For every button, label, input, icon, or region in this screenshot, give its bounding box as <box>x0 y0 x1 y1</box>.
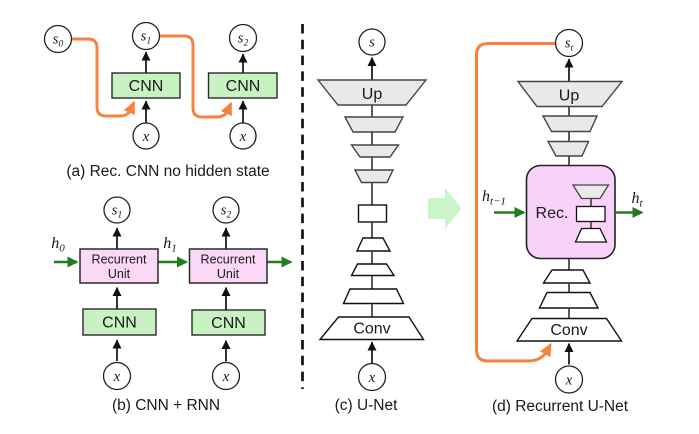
bottleneck-rect <box>357 204 388 223</box>
decoder-trapezoid-up-d <box>516 80 624 108</box>
conv-label-d: Conv <box>550 322 587 339</box>
node-xb1-label: x <box>113 369 121 385</box>
node-xc-label: x <box>368 370 376 386</box>
decoder-trapezoid-2-d <box>541 115 599 133</box>
recurrent-unit-box-2 <box>188 248 268 284</box>
cnn-box-b2 <box>191 309 266 336</box>
recurrence-arrow-s0-to-cnn1 <box>70 37 135 118</box>
node-x2-label: x <box>239 129 247 145</box>
panel-d-caption: (d) Recurrent U-Net <box>492 398 629 415</box>
recurrence-loop-st-to-conv <box>475 42 557 363</box>
node-xc <box>357 362 387 392</box>
cnn-box-b1-label: CNN <box>102 315 137 332</box>
node-s2-label: s2 <box>238 31 249 49</box>
conv-label: Conv <box>353 321 390 338</box>
node-s1 <box>131 21 161 51</box>
node-s <box>358 28 386 56</box>
node-xb1 <box>102 361 132 391</box>
encoder-trapezoid-3 <box>350 263 396 277</box>
node-x2 <box>229 122 257 150</box>
recurrent-unit-2-line2: Unit <box>217 267 240 281</box>
panel-d-recurrent-unet: st Up Rec. ht−1 ht Conv x (d) R <box>475 28 644 415</box>
recurrent-unit-2-line1: Recurrent <box>201 253 256 267</box>
h1-label: h1 <box>163 235 177 255</box>
encoder-trapezoid-2-d <box>538 291 600 309</box>
node-x1 <box>132 122 160 150</box>
node-xb2-label: x <box>222 369 230 385</box>
decoder-trapezoid-up <box>316 79 428 106</box>
cnn-box-2-label: CNN <box>226 78 261 95</box>
recurrence-arrow-s1-to-cnn2 <box>158 34 232 119</box>
cnn-box-b1 <box>82 308 157 336</box>
node-s0-label: s0 <box>53 32 64 50</box>
decoder-trapezoid-3 <box>350 144 400 158</box>
transform-block-arrow-icon <box>428 188 462 229</box>
h-prev-label: ht−1 <box>482 188 506 208</box>
up-label: Up <box>362 86 383 103</box>
node-x1-label: x <box>142 129 150 145</box>
node-s1-label: s1 <box>141 29 151 47</box>
decoder-trapezoid-3-d <box>546 140 590 157</box>
node-s0 <box>43 24 73 54</box>
mini-decoder-trapezoid <box>571 184 610 200</box>
encoder-trapezoid-conv-d <box>515 317 623 342</box>
node-sb1 <box>103 196 131 224</box>
node-sb2-label: s2 <box>221 203 232 221</box>
h-next-label: ht <box>631 190 643 210</box>
decoder-trapezoid-4 <box>353 169 395 184</box>
up-label-d: Up <box>559 88 580 105</box>
cnn-box-2 <box>207 72 278 99</box>
panel-a-rec-cnn: CNN CNN s0 s1 s2 x x (a) Rec. CNN no hid… <box>43 21 278 180</box>
h0-label: h0 <box>51 235 65 255</box>
recurrent-unit-1-line1: Recurrent <box>92 253 147 267</box>
rec-label: Rec. <box>536 205 569 222</box>
mini-bottleneck-rect <box>575 205 606 223</box>
encoder-trapezoid-2 <box>342 288 405 305</box>
recurrent-unit-box-1 <box>79 248 159 284</box>
node-st <box>554 28 584 58</box>
encoder-trapezoid-3-d <box>542 269 592 284</box>
node-s2 <box>228 23 258 53</box>
encoder-trapezoid-4 <box>355 237 392 252</box>
cnn-box-1 <box>111 72 181 99</box>
encoder-trapezoid-conv <box>318 316 425 341</box>
cnn-box-b2-label: CNN <box>211 315 246 332</box>
panel-b-cnn-rnn: Recurrent Unit Recurrent Unit h0 h1 CNN … <box>51 196 293 414</box>
panel-a-caption: (a) Rec. CNN no hidden state <box>66 163 269 180</box>
node-xb2 <box>211 361 241 391</box>
node-sb2 <box>212 196 240 224</box>
cnn-box-1-label: CNN <box>129 78 164 95</box>
node-xd-label: x <box>565 373 573 389</box>
mini-encoder-trapezoid <box>574 227 608 243</box>
panel-c-caption: (c) U-Net <box>335 397 399 414</box>
decoder-trapezoid-2 <box>343 116 405 133</box>
panel-b-caption: (b) CNN + RNN <box>112 397 220 414</box>
node-sb1-label: s1 <box>112 203 122 221</box>
node-xd <box>554 365 584 394</box>
node-st-label: st <box>565 36 574 54</box>
node-s-label: s <box>369 35 375 51</box>
recurrent-unit-1-line2: Unit <box>108 267 131 281</box>
panel-c-unet: s Up Conv x (c) U-Net <box>316 28 428 414</box>
